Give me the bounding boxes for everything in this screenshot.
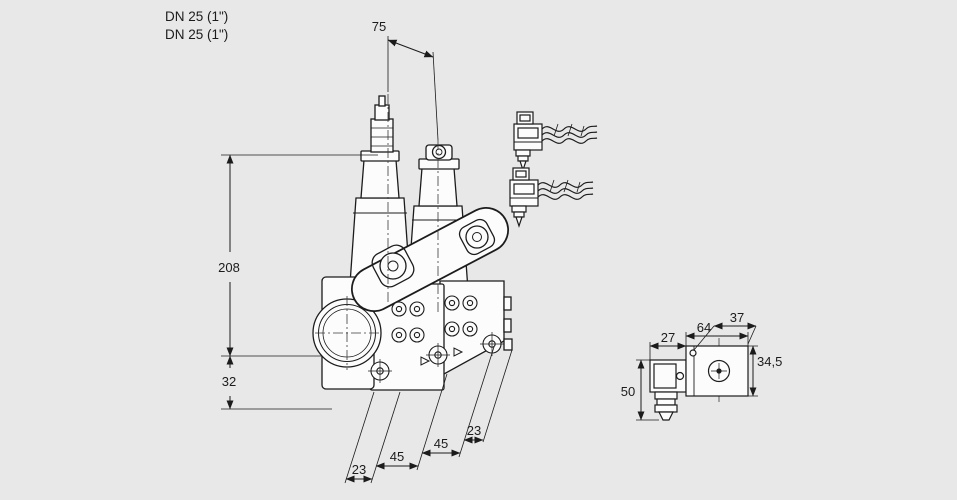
- cable-wires-icon: [541, 123, 598, 144]
- dim-75-label: 75: [372, 19, 386, 34]
- size-labels: DN 25 (1") DN 25 (1"): [165, 9, 228, 42]
- cable-wires-icon: [537, 179, 594, 200]
- detail-dimensions: 27 64 37 34,5 50: [621, 310, 782, 421]
- main-dimensions: 75 208 32 23 45 45 23: [218, 19, 513, 484]
- left-actuator: [349, 95, 411, 285]
- body-bolt-circles: [391, 295, 478, 343]
- valve-front-view: [312, 95, 513, 391]
- dim-37-label: 37: [730, 310, 744, 325]
- solenoid-coil: [370, 95, 394, 153]
- flow-triangle-icon: [420, 347, 464, 366]
- dim-50-label: 50: [621, 384, 635, 399]
- dim-64-label: 64: [697, 320, 711, 335]
- dim-208-label: 208: [218, 260, 240, 275]
- dim-27-label: 27: [661, 330, 675, 345]
- cable-connector-lower: [509, 167, 594, 228]
- dim-bottom-23-left-label: 23: [352, 462, 366, 477]
- dim-32-label: 32: [222, 374, 236, 389]
- dn-size-label-1: DN 25 (1"): [165, 9, 228, 24]
- dim-34-5-label: 34,5: [757, 354, 782, 369]
- cable-gland-icon: [654, 391, 678, 421]
- valve-band: [351, 207, 509, 312]
- dn-size-label-2: DN 25 (1"): [165, 27, 228, 42]
- cable-connector-upper: [513, 111, 598, 172]
- actuator-detail-top-view: [649, 345, 749, 421]
- dim-bottom-45-right-label: 45: [434, 436, 448, 451]
- dim-bottom-23-right-label: 23: [467, 423, 481, 438]
- dim-bottom-45-left-label: 45: [390, 449, 404, 464]
